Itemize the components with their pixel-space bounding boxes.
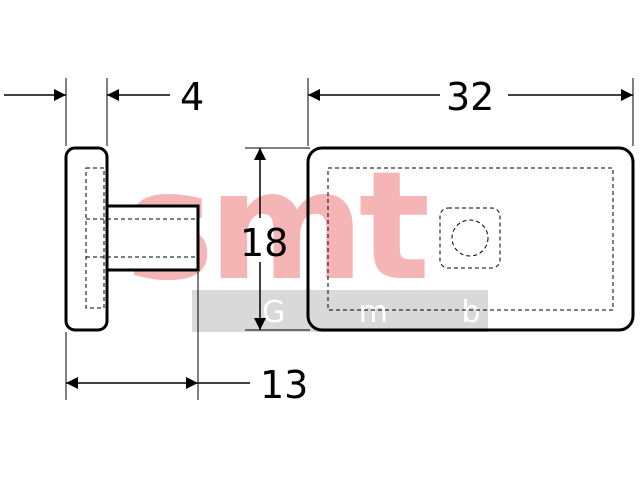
pin-hole-hidden (451, 219, 489, 257)
watermark-gmbh-text: G m b H (262, 295, 609, 330)
body-outline (306, 146, 635, 332)
dim-label-head-thickness: 4 (180, 75, 204, 119)
dim-label-pin-length: 13 (260, 363, 308, 407)
dimension-lines (4, 89, 633, 389)
body-inner-hidden (327, 167, 614, 311)
pin (105, 204, 200, 272)
pin-socket-hidden (439, 207, 501, 269)
dim-label-body-length: 32 (446, 75, 494, 119)
flange-inner-hidden (85, 167, 105, 309)
dim-label-height: 18 (240, 221, 288, 265)
watermark-band (192, 290, 488, 332)
front-view (306, 146, 635, 332)
side-view (64, 146, 200, 332)
dimension-labels: 4 32 18 13 (180, 75, 494, 407)
